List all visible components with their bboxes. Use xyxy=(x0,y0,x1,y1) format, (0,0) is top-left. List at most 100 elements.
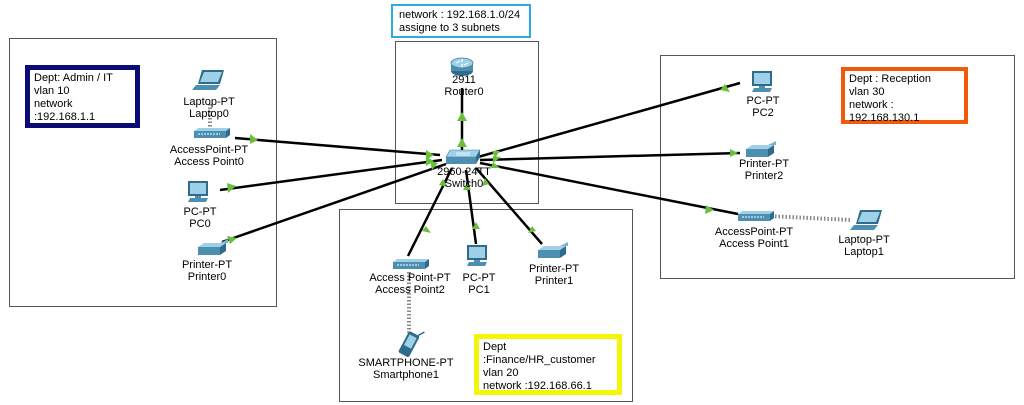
link-indicator xyxy=(227,236,237,244)
laptop1-type: Laptop-PT xyxy=(838,234,890,246)
zone-admin xyxy=(9,38,277,307)
switch0-type: 2960-24TT xyxy=(437,166,491,178)
printer2-label: Printer-PT Printer2 xyxy=(739,158,789,182)
reception-dept: Dept : Reception xyxy=(849,73,931,85)
laptop0-name: Laptop0 xyxy=(189,108,229,120)
pc1-label: PC-PT PC1 xyxy=(463,272,496,296)
printer1-name: Printer1 xyxy=(534,275,574,287)
cable-pc0-switch xyxy=(219,158,443,192)
laptop1-label: Laptop-PT Laptop1 xyxy=(838,234,889,258)
pc2-type: PC-PT xyxy=(746,95,780,107)
printer-icon[interactable] xyxy=(198,239,228,255)
printer0-type: Printer-PT xyxy=(181,259,233,271)
link-indicators xyxy=(227,84,738,244)
printer0-name: Printer0 xyxy=(187,271,227,283)
link-indicator xyxy=(463,183,471,190)
finance-note-body: Dept :Finance/HR_customer vlan 20 networ… xyxy=(479,339,617,392)
link-indicator xyxy=(730,149,738,157)
printer1-type: Printer-PT xyxy=(528,263,580,275)
admin-vlan: vlan 10 xyxy=(34,85,70,97)
printer-icon[interactable] xyxy=(538,242,568,258)
reception-note: Dept : Reception vlan 30 network : 192.1… xyxy=(841,67,968,124)
switch-icon[interactable] xyxy=(445,149,481,164)
link-indicator xyxy=(426,150,434,160)
smartphone-icon[interactable] xyxy=(398,326,425,359)
finance-dept: Dept :Finance/HR_customer xyxy=(483,341,596,366)
cable-printer0-switch xyxy=(221,162,447,244)
network-note-line1: network : 192.168.1.0/24 xyxy=(399,9,521,21)
network-note: network : 192.168.1.0/24 assigne to 3 su… xyxy=(391,4,531,38)
laptop0-label: Laptop-PT Laptop0 xyxy=(183,96,234,120)
link-indicator xyxy=(491,162,500,168)
link-indicator xyxy=(422,226,431,233)
router0-type: 2911 xyxy=(452,74,476,86)
admin-dept: Dept: Admin / IT xyxy=(34,72,113,84)
switch0-label: 2960-24TT Switch0 xyxy=(437,166,491,190)
ap0-label: AccessPoint-PT Access Point0 xyxy=(170,144,248,168)
finance-note: Dept :Finance/HR_customer vlan 20 networ… xyxy=(474,334,622,395)
ap2-label: Access Point-PT Access Point2 xyxy=(369,272,450,296)
access-point-icon[interactable] xyxy=(738,211,774,221)
cable-pc1-switch xyxy=(464,169,478,245)
link-indicator xyxy=(492,151,500,158)
reception-vlan: vlan 30 xyxy=(849,86,885,98)
link-indicator xyxy=(457,138,467,147)
link-indicator xyxy=(457,112,467,121)
switch0-name: Switch0 xyxy=(444,178,484,190)
laptop0-type: Laptop-PT xyxy=(183,96,235,108)
link-indicator xyxy=(493,156,501,163)
link-indicator xyxy=(705,205,714,214)
router0-name: Router0 xyxy=(444,86,484,98)
pc1-type: PC-PT xyxy=(462,272,496,284)
admin-network: network :192.168.1.1 xyxy=(34,98,96,123)
pc2-label: PC-PT PC2 xyxy=(747,95,780,119)
router0-label: 2911 Router0 xyxy=(444,74,483,98)
access-point-icon[interactable] xyxy=(194,128,230,138)
cable-pc2-switch xyxy=(477,81,741,159)
zone-finance xyxy=(339,209,633,402)
reception-note-body: Dept : Reception vlan 30 network : 192.1… xyxy=(845,71,964,124)
link-indicator xyxy=(250,134,258,144)
cable-ap1-switch xyxy=(479,161,739,216)
link-indicator xyxy=(528,226,536,233)
wireless-ap1-laptop1 xyxy=(767,214,853,222)
laptop-icon[interactable] xyxy=(850,210,882,230)
printer2-name: Printer2 xyxy=(744,170,784,182)
ap1-name: Access Point1 xyxy=(719,238,789,250)
printer-icon[interactable] xyxy=(746,141,776,157)
link-indicator xyxy=(482,178,489,186)
link-indicator xyxy=(430,161,438,170)
laptop-icon[interactable] xyxy=(192,70,224,90)
router-icon[interactable] xyxy=(450,57,474,76)
zone-reception xyxy=(660,55,1015,279)
link-indicator xyxy=(426,157,434,166)
network-note-line2: assigne to 3 subnets xyxy=(399,22,500,34)
printer2-type: Printer-PT xyxy=(738,158,790,170)
admin-note-body: Dept: Admin / IT vlan 10 network :192.16… xyxy=(30,70,135,123)
wireless-links xyxy=(208,104,853,334)
zone-core xyxy=(395,41,539,204)
pc-icon[interactable] xyxy=(752,71,772,92)
pc-icon[interactable] xyxy=(188,181,208,202)
ap0-type: AccessPoint-PT xyxy=(169,144,249,156)
laptop1-name: Laptop1 xyxy=(844,246,884,258)
ap0-name: Access Point0 xyxy=(174,156,244,168)
link-indicator xyxy=(472,222,480,229)
pc0-label: PC-PT PC0 xyxy=(184,206,217,230)
pc0-name: PC0 xyxy=(189,218,211,230)
pc-icon[interactable] xyxy=(467,245,487,266)
ap1-type: AccessPoint-PT xyxy=(714,226,794,238)
pc0-type: PC-PT xyxy=(183,206,217,218)
printer1-label: Printer-PT Printer1 xyxy=(529,263,579,287)
finance-vlan: vlan 20 xyxy=(483,367,519,379)
smartphone1-label: SMARTPHONE-PT Smartphone1 xyxy=(358,357,453,381)
link-indicator xyxy=(720,84,730,92)
ap2-type: Access Point-PT xyxy=(369,272,451,284)
cable-ap0-switch xyxy=(234,136,441,157)
access-point-icon[interactable] xyxy=(393,259,429,269)
cable-printer2-switch xyxy=(479,151,741,162)
link-indicator xyxy=(227,183,236,193)
printer0-label: Printer-PT Printer0 xyxy=(182,259,232,283)
pc2-name: PC2 xyxy=(752,107,774,119)
